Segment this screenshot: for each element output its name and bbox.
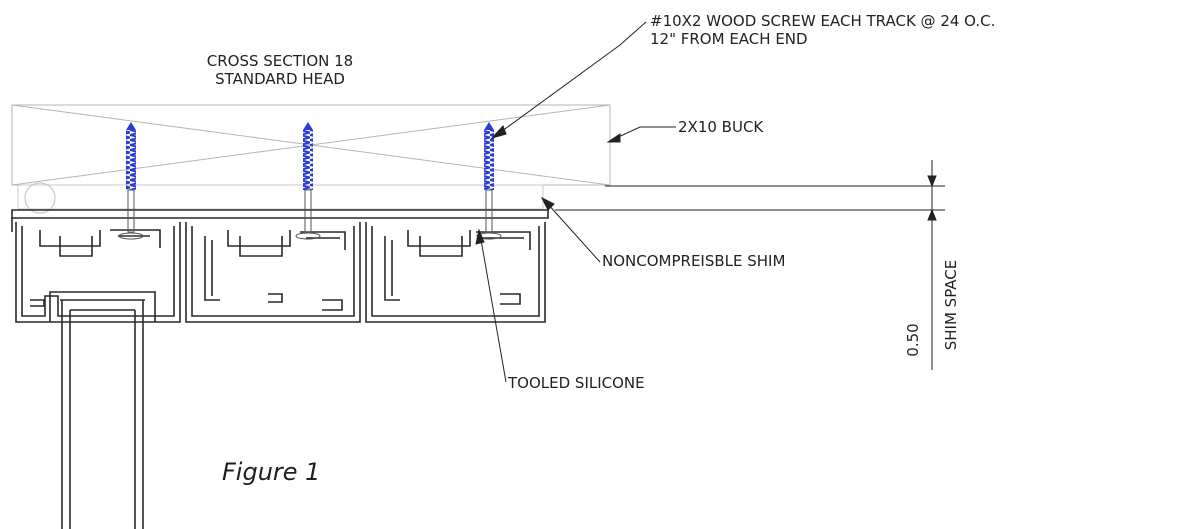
buck-leader [606, 126, 676, 143]
shim-label: NONCOMPREISBLE SHIM [602, 252, 785, 270]
sash-below [49, 291, 156, 529]
shim [17, 184, 544, 210]
buck-label: 2X10 BUCK [678, 118, 764, 136]
dimension-value: 0.50 [904, 323, 922, 356]
screw-leader [490, 21, 647, 139]
detail-circle [24, 182, 56, 214]
silicone-label: TOOLED SILICONE [507, 374, 645, 392]
silicone-leader [475, 228, 507, 383]
figure-caption: Figure 1 [222, 458, 321, 486]
shim-leader [540, 196, 601, 263]
section-subtitle: STANDARD HEAD [215, 70, 345, 88]
screw [476, 122, 502, 240]
dimension-shim-space [555, 160, 945, 370]
screw [118, 122, 144, 240]
section-title: CROSS SECTION 18 [207, 52, 353, 70]
screw-note-line2: 12" FROM EACH END [650, 30, 808, 48]
dimension-label: SHIM SPACE [942, 260, 960, 351]
screw-note-line1: #10X2 WOOD SCREW EACH TRACK @ 24 O.C. [650, 12, 995, 30]
screw [295, 122, 321, 240]
track-profiles [11, 209, 549, 323]
